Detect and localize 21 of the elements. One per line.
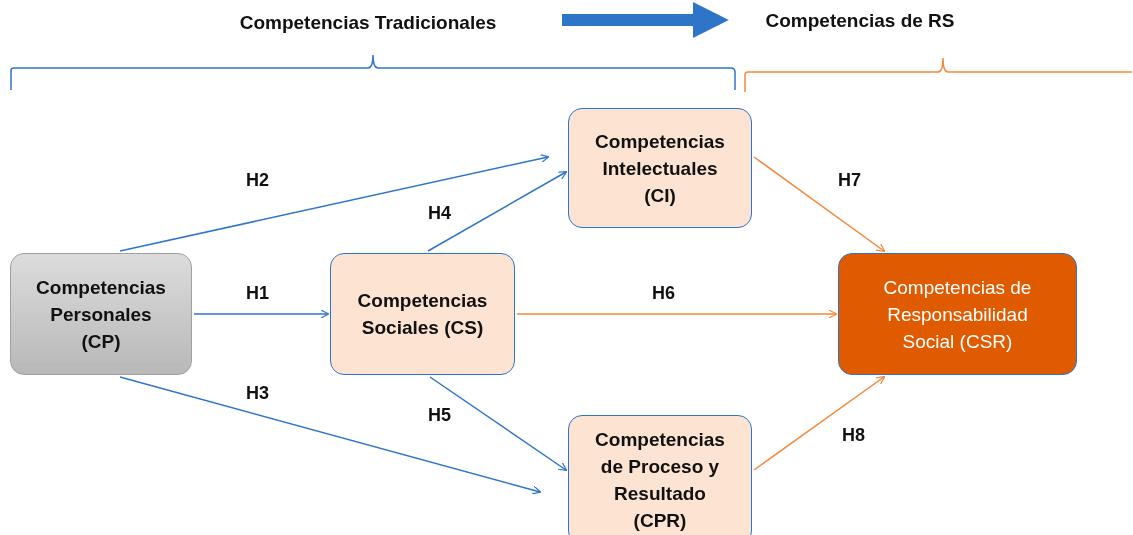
heading-text: Competencias de RS — [764, 8, 956, 33]
node-label: Competencias Intelectuales (CI) — [594, 129, 726, 208]
arrow — [119, 376, 542, 495]
arrow — [193, 309, 330, 319]
process-box — [568, 108, 752, 228]
arrow — [427, 171, 568, 252]
outcome-box — [838, 253, 1077, 375]
node-label: Competencias de Responsabilidad Social (CSR) — [882, 275, 1033, 354]
heading-text: Competencias Tradicionales — [238, 10, 498, 35]
arrow — [753, 156, 886, 253]
process-box — [10, 253, 192, 375]
arrow — [562, 2, 729, 38]
arrow — [516, 309, 838, 319]
process-box — [330, 253, 515, 375]
node-label: Competencias de Proceso y Resultado (CPR) — [594, 428, 726, 533]
process-box — [568, 415, 752, 535]
arrow — [753, 375, 886, 471]
node-label: Competencias Sociales (CS) — [356, 289, 489, 340]
arrow — [429, 376, 568, 472]
arrow — [119, 154, 550, 252]
node-label: Competencias Personales (CP) — [35, 275, 167, 354]
